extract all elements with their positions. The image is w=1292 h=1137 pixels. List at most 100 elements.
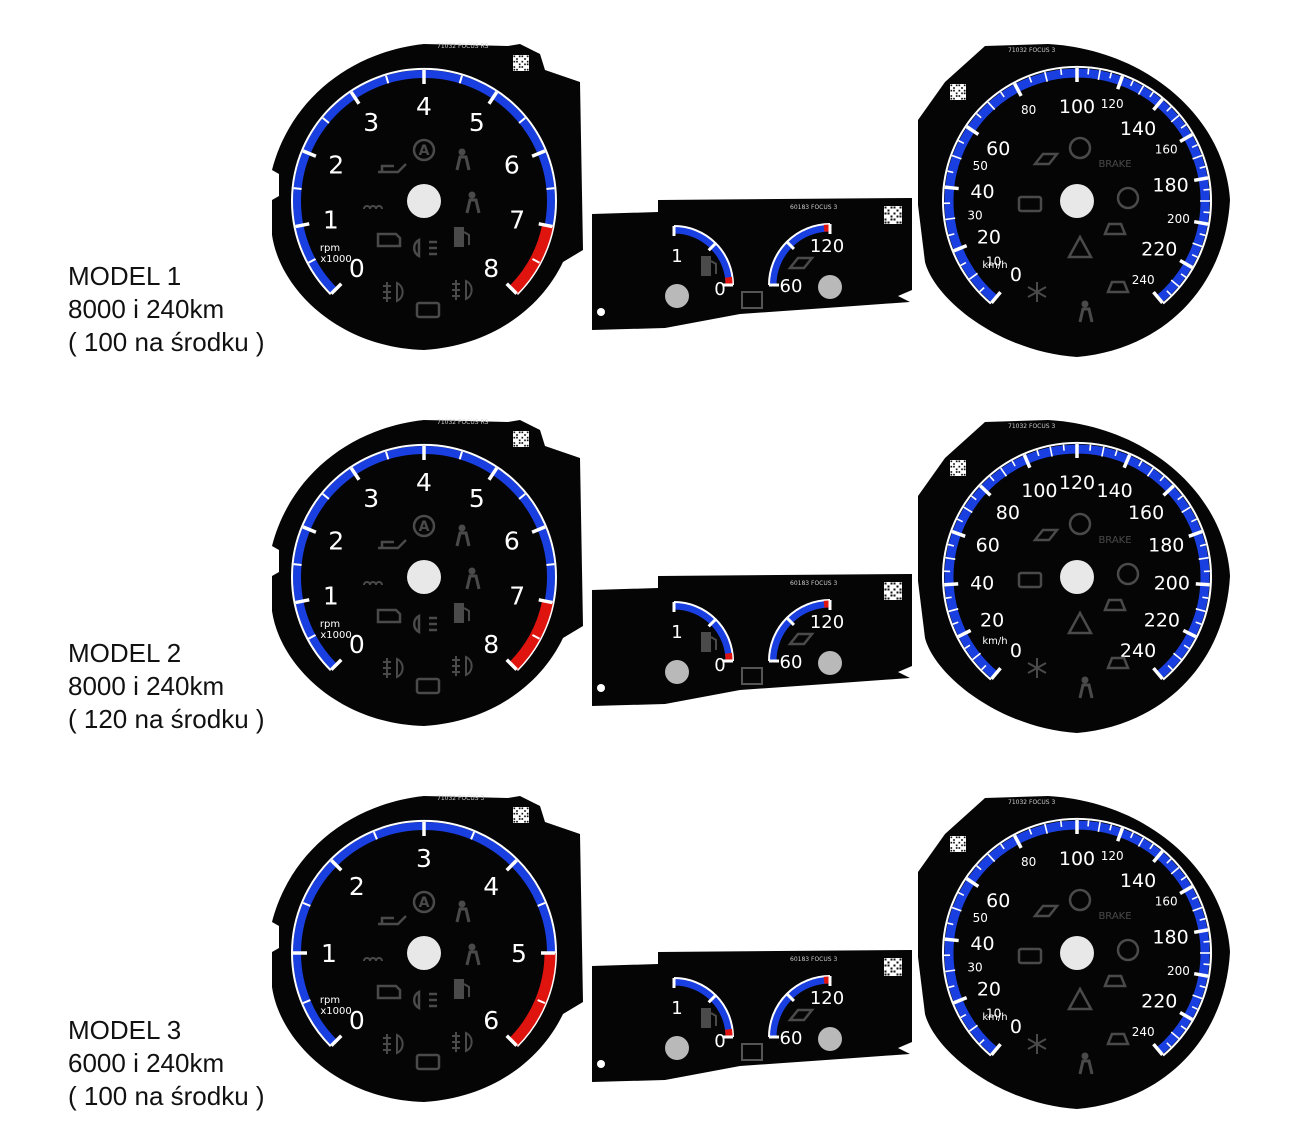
- tach-tick: [531, 525, 546, 534]
- tach-tick: [322, 117, 330, 124]
- speedo-minor-label: 240: [1132, 273, 1155, 287]
- speedo-major-label: 80: [996, 502, 1020, 524]
- speedo-tick: [1179, 132, 1194, 144]
- speedo-tick: [965, 877, 980, 888]
- middle-qr-code: [884, 582, 902, 600]
- airbag-icon: [455, 524, 471, 547]
- tach-tick-label: 7: [509, 206, 525, 235]
- rear-fog-icon: [452, 655, 473, 677]
- speedo-tick: [1059, 68, 1063, 76]
- glow-plug-icon: [363, 957, 383, 962]
- fuel-tick: [707, 994, 717, 1004]
- speedo-tick: [948, 608, 959, 613]
- speedo-tick: [1195, 608, 1206, 613]
- rear-fog-icon: [452, 1031, 473, 1053]
- speedo-tick: [1159, 475, 1165, 482]
- model-1-speedometer: 71032 FOCUS 3020406010014018022010305080…: [918, 44, 1230, 357]
- tach-tick-label: 1: [323, 206, 339, 235]
- tyre-pressure-icon: [1066, 986, 1094, 1011]
- speedo-tick: [948, 233, 955, 237]
- tach-tick: [470, 831, 476, 840]
- tach-tick: [458, 451, 463, 460]
- speedo-tick: [1191, 896, 1198, 901]
- model-2-spec: 8000 i 240km: [68, 671, 225, 701]
- speedo-major-label: 40: [970, 573, 994, 595]
- front-fog-icon: [383, 657, 404, 679]
- speedo-major-label: 20: [980, 610, 1004, 632]
- fuel-pump-icon: [454, 227, 470, 247]
- glow-plug-icon: [363, 581, 383, 586]
- temp-cold-label: 60: [780, 276, 803, 297]
- tach-tick: [518, 117, 526, 124]
- tach-tick-label: 5: [469, 484, 485, 513]
- fuel-pump-icon: [454, 603, 470, 623]
- speedo-tick: [1170, 279, 1180, 288]
- brake-label: BRAKE: [1098, 911, 1131, 922]
- fuel-needle-hub: [665, 284, 689, 308]
- fuel-full-label: 1: [671, 246, 682, 267]
- tach-tick: [302, 525, 317, 534]
- speedo-tick: [1199, 165, 1206, 169]
- middle-plate: [592, 950, 912, 1082]
- speedo-minor-label: 30: [967, 208, 982, 222]
- speedo-tick: [1137, 837, 1145, 847]
- model-1-note: ( 100 na środku ): [68, 327, 265, 357]
- speedo-tick: [944, 582, 959, 587]
- tach-tick: [330, 859, 343, 872]
- speedo-tick: [953, 243, 968, 253]
- airbag-icon: [455, 148, 471, 171]
- speedo-tick: [1109, 72, 1113, 79]
- speedo-tick: [979, 1039, 985, 1045]
- speedo-tick: [1166, 290, 1172, 296]
- speedo-unit-label: km/h: [982, 1012, 1007, 1023]
- middle-code: 60183 FOCUS 3: [790, 956, 837, 963]
- tach-code: 71032 FOCUS 3: [437, 795, 484, 802]
- middle-qr-code: [884, 206, 902, 224]
- speedo-tick: [979, 484, 992, 497]
- speedo-major-label: 220: [1141, 239, 1177, 261]
- tach-qr-code: [513, 807, 529, 823]
- temp-tick: [785, 616, 795, 626]
- speedo-major-label: 20: [977, 979, 1001, 1001]
- speedo-tick: [1179, 258, 1194, 270]
- speedo-tick: [1059, 820, 1063, 828]
- tach-tick-label: 3: [363, 108, 379, 137]
- speedo-tick: [987, 853, 996, 863]
- info-icon: [741, 1043, 763, 1061]
- fuel-full-label: 1: [671, 998, 682, 1019]
- speedo-tick: [1188, 529, 1203, 538]
- speedo-major-label: 60: [976, 535, 1000, 557]
- fuel-gauge-icon: [701, 256, 717, 276]
- speedo-tick: [990, 1043, 1002, 1057]
- model-1-spec: 8000 i 240km: [68, 294, 225, 324]
- tach-unit-label: rpm: [320, 619, 340, 630]
- auto-start-stop-icon: A: [412, 890, 436, 914]
- middle-code: 60183 FOCUS 3: [790, 204, 837, 211]
- tach-tick-label: 8: [483, 630, 499, 659]
- speedo-needle-hub: [1060, 560, 1094, 594]
- stability-off-icon: [1106, 280, 1130, 294]
- svg-text:A: A: [419, 519, 430, 535]
- speedo-minor-label: 120: [1101, 849, 1124, 863]
- tach-tick: [532, 258, 541, 264]
- temp-hot-label: 120: [810, 236, 844, 257]
- speedo-minor-label: 80: [1021, 103, 1036, 117]
- speedo-tick: [1199, 917, 1206, 921]
- fuel-empty-label: 0: [714, 655, 725, 676]
- speedo-tick: [1028, 828, 1033, 835]
- speedo-tick: [953, 995, 968, 1005]
- stability-control-icon: [1103, 598, 1127, 612]
- speedo-tick: [947, 543, 955, 547]
- temp-cold-label: 60: [780, 1028, 803, 1049]
- tach-tick-label: 2: [328, 527, 344, 556]
- speedo-tick: [1000, 91, 1005, 98]
- tach-tick: [293, 563, 302, 566]
- speedo-tick: [979, 287, 985, 293]
- speedo-tick: [965, 125, 980, 136]
- speedo-tick: [945, 556, 956, 560]
- abs-icon: [1116, 938, 1140, 962]
- auto-start-stop-icon: A: [412, 514, 436, 538]
- speedo-tick: [1044, 823, 1049, 834]
